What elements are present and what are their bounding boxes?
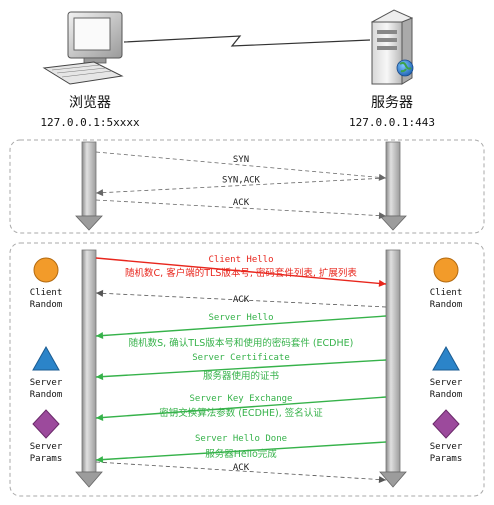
- param-label: Server: [430, 442, 463, 452]
- server-name: 服务器: [371, 95, 413, 111]
- param-label: Client: [430, 288, 463, 298]
- server-address: 127.0.0.1:443: [349, 116, 435, 129]
- tcp-handshake-messages: SYN SYN,ACK ACK: [95, 151, 387, 220]
- tls-message-title: Server Certificate: [192, 353, 290, 363]
- tls-message-detail: 服务器使用的证书: [203, 370, 280, 382]
- network-link: [123, 35, 371, 47]
- tls-ack-label: ACK: [233, 463, 250, 473]
- param-label: Server: [30, 442, 63, 452]
- tls-message-title: Server Key Exchange: [190, 394, 293, 404]
- tls-handshake-frame: [9, 242, 485, 497]
- circle-client-random-icon: [33, 257, 59, 283]
- param-label: Random: [30, 390, 63, 400]
- server-lifeline-tls: [379, 249, 407, 488]
- param-label: Params: [30, 454, 63, 464]
- client-lifeline-tcp: [75, 141, 103, 231]
- client-lifeline-tls: [75, 249, 103, 488]
- tls-arrow-server-hello-done: [95, 441, 387, 464]
- tls-arrow-ack: [95, 289, 387, 308]
- param-label: Client: [30, 288, 63, 298]
- tcp-arrow-syn: [95, 151, 387, 181]
- tls-ack-label: ACK: [233, 295, 250, 305]
- tcp-arrow-ack: [95, 199, 387, 220]
- param-label: Random: [430, 390, 463, 400]
- tls-message-detail: 密钥交换算法参数 (ECDHE), 签名认证: [159, 407, 323, 419]
- triangle-server-random-icon: [432, 345, 460, 371]
- triangle-server-random-icon: [32, 345, 60, 371]
- tls-arrow-ack: [95, 461, 387, 484]
- tcp-label: SYN,ACK: [222, 176, 261, 186]
- param-label: Server: [430, 378, 463, 388]
- computer-icon: [42, 11, 124, 85]
- tls-message-title: Server Hello Done: [195, 434, 287, 444]
- param-label: Params: [430, 454, 463, 464]
- tcp-arrow-syn-ack: [95, 177, 387, 197]
- tls-message-title: Client Hello: [208, 255, 273, 265]
- tls-message-title: Server Hello: [208, 313, 273, 323]
- server-lifeline-tcp: [379, 141, 407, 231]
- diamond-server-params-icon: [32, 409, 60, 439]
- param-label: Random: [30, 300, 63, 310]
- browser-address: 127.0.0.1:5xxxx: [40, 116, 140, 129]
- tcp-label: SYN: [233, 155, 249, 165]
- param-label: Server: [30, 378, 63, 388]
- tls-arrow-client-hello: [95, 257, 387, 287]
- tls-message-detail: 随机数C, 客户端的TLS版本号, 密码套件列表, 扩展列表: [125, 267, 357, 279]
- param-label: Random: [430, 300, 463, 310]
- circle-client-random-icon: [433, 257, 459, 283]
- tls-message-detail: 随机数S, 确认TLS版本号和使用的密码套件 (ECDHE): [129, 337, 354, 349]
- tls-arrow-server-hello: [95, 315, 387, 340]
- server-icon: [370, 9, 414, 85]
- diamond-server-params-icon: [432, 409, 460, 439]
- browser-name: 浏览器: [69, 95, 111, 111]
- tls-arrow-server-key-exchange: [95, 396, 387, 421]
- tcp-handshake-frame: [9, 139, 485, 234]
- tls-arrow-server-certificate: [95, 359, 387, 381]
- tls-message-detail: 服务器Hello完成: [205, 448, 277, 460]
- tcp-label: ACK: [233, 198, 250, 208]
- tls-handshake-messages: Client Hello 随机数C, 客户端的TLS版本号, 密码套件列表, 扩展…: [95, 255, 387, 484]
